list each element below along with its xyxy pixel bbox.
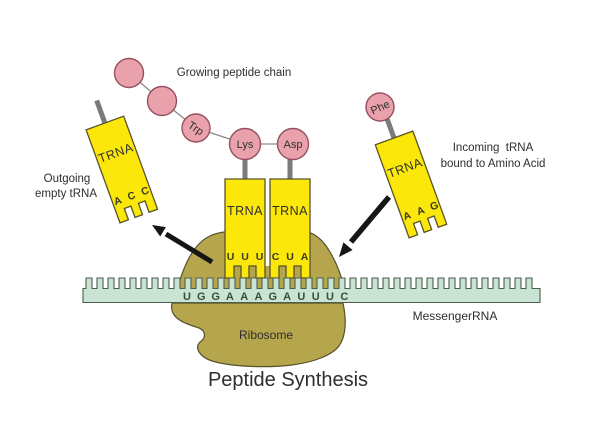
anticodon-base: A (112, 194, 124, 208)
anticodon-base: U (227, 251, 235, 263)
arrow-head (152, 225, 166, 237)
amino-acid-circle-lys (228, 127, 262, 161)
anticodon-base: C (126, 189, 138, 203)
arrow-shaft (164, 231, 214, 265)
trna-label: TRNA (227, 204, 263, 218)
mrna-base: A (255, 291, 263, 303)
mrna-strand (82, 277, 541, 304)
anticodon-base: G (428, 199, 440, 213)
trna-body (85, 115, 159, 224)
anticodon-base: C (140, 184, 152, 198)
mrna-base: G (269, 291, 278, 303)
mrna-base: G (197, 291, 206, 303)
asp-trna-stub (287, 157, 293, 181)
amino-acid-circle-asp (276, 127, 310, 161)
anticodon-base: C (272, 251, 280, 263)
peptide-chain: Trp Lys Asp (113, 57, 310, 161)
anticodon-base: U (286, 251, 294, 263)
mrna-base: A (240, 291, 248, 303)
amino-acid-circle (113, 57, 145, 89)
outgoing-arrow (152, 225, 214, 265)
arrow-head (339, 242, 353, 257)
anticodon-base: A (402, 209, 414, 223)
mrna-base: U (297, 291, 305, 303)
mrna-base: U (326, 291, 334, 303)
amino-acid-label-asp: Asp (284, 139, 303, 151)
incoming-amino-acid: Phe (365, 92, 395, 122)
mrna-base: U (312, 291, 320, 303)
mrna-base: U (183, 291, 191, 303)
trna-body (224, 178, 266, 279)
trna-body (374, 130, 448, 239)
incoming-label-line2: bound to Amino Acid (441, 158, 546, 170)
arrow-shaft (348, 195, 392, 244)
anticodon-base: A (415, 204, 427, 218)
anticodon-base: A (301, 251, 309, 263)
anticodon-base: U (256, 251, 264, 263)
trna-label: TRNA (272, 204, 308, 218)
ribosome-lower-body (170, 302, 346, 368)
mrna-base: A (283, 291, 291, 303)
amino-acid-circle-phe (365, 92, 395, 122)
anticodon-base: U (241, 251, 249, 263)
trna-body (269, 178, 311, 279)
outgoing-label-line1: Outgoing (44, 173, 91, 185)
trna-a-site: TRNA C U A (269, 178, 311, 279)
mrna-base: A (226, 291, 234, 303)
outgoing-label-line2: empty tRNA (35, 188, 97, 200)
trna-outgoing: TRNA A C C (85, 99, 159, 224)
amino-acid-circle (146, 85, 178, 117)
outgoing-trna-stub (94, 99, 109, 128)
incoming-label-line1: Incoming tRNA (453, 142, 534, 154)
messenger-rna-label: MessengerRNA (413, 309, 498, 323)
mrna-base: C (340, 291, 348, 303)
growing-chain-label: Growing peptide chain (177, 67, 291, 79)
ribosome-label: Ribosome (239, 328, 293, 342)
incoming-arrow (339, 195, 392, 257)
lys-trna-stub (242, 157, 248, 181)
trna-gap (265, 179, 270, 266)
trna-p-site: TRNA U U U (224, 178, 266, 279)
trna-incoming: TRNA A A G (374, 110, 448, 239)
diagram-title: Peptide Synthesis (208, 369, 368, 391)
amino-acid-label-lys: Lys (237, 139, 254, 151)
mrna-base: G (211, 291, 220, 303)
amino-acid-circle-trp (181, 113, 211, 143)
